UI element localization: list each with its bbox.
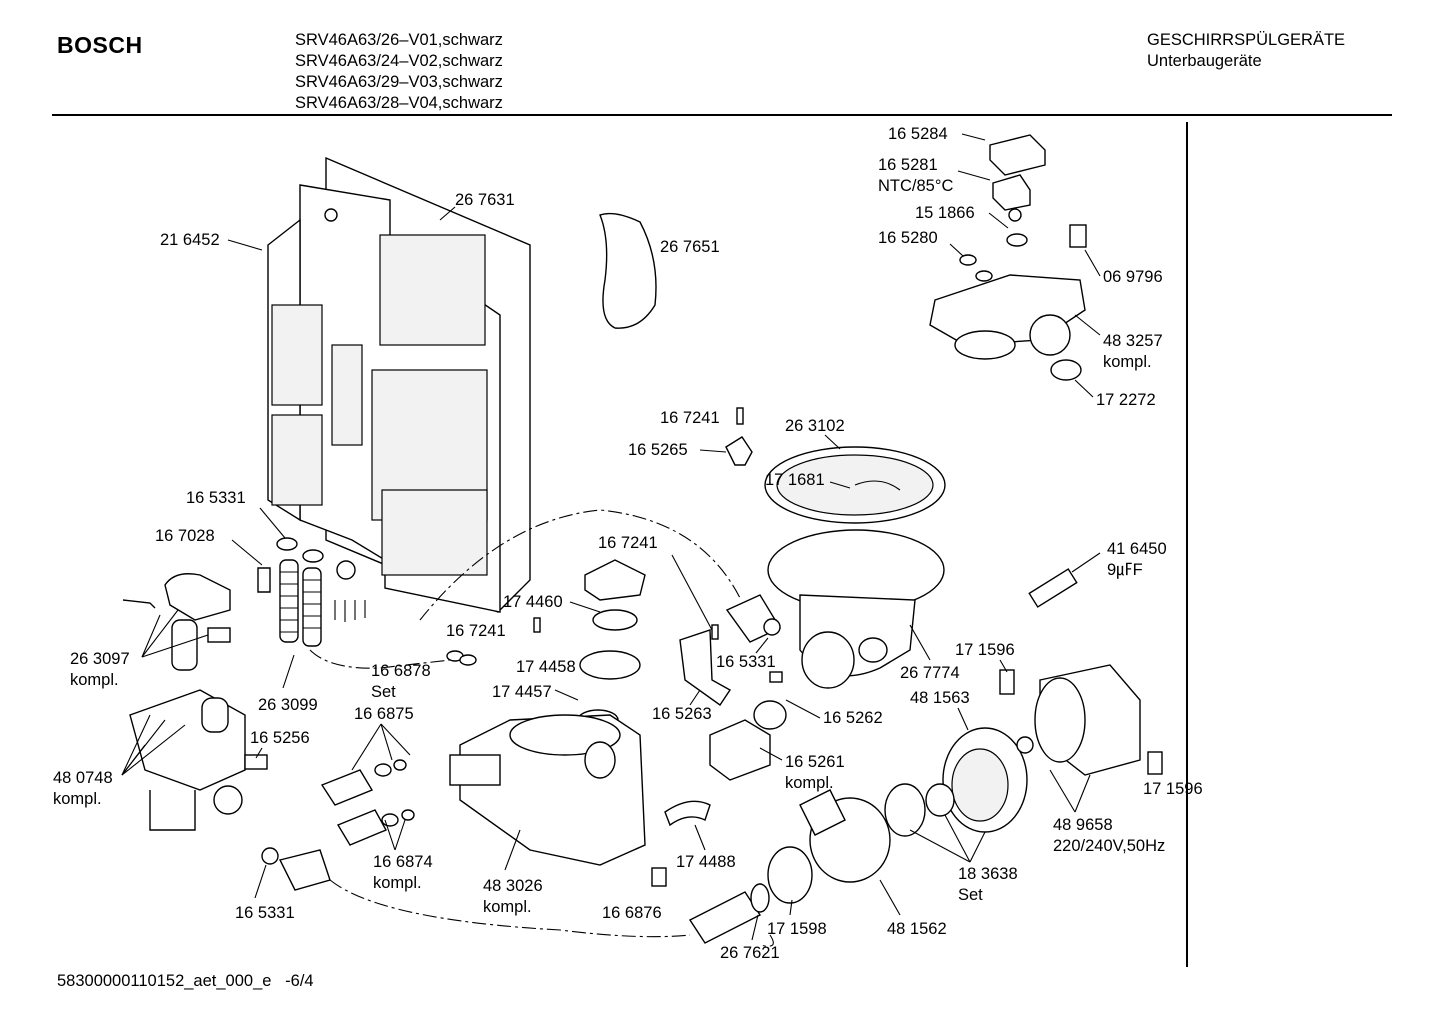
circulation-pump-drawing bbox=[884, 664, 1163, 837]
clip-drawing bbox=[725, 436, 753, 466]
model-line: SRV46A63/29–V03,schwarz bbox=[295, 73, 503, 91]
part-165256-label: 16 5256 bbox=[250, 729, 310, 747]
part-171598-label: 17 1598 bbox=[767, 920, 827, 938]
hose-pair-drawing bbox=[279, 559, 322, 647]
part-263097-label: 26 3097 bbox=[70, 650, 130, 668]
part-183638-note: Set bbox=[958, 886, 983, 904]
part-263099-label: 26 3099 bbox=[258, 696, 318, 714]
drain-hose-drawing bbox=[688, 891, 762, 944]
model-line: SRV46A63/26–V01,schwarz bbox=[295, 31, 503, 49]
part-263097-note: kompl. bbox=[70, 671, 119, 689]
part-267631-label: 26 7631 bbox=[455, 191, 515, 209]
part-416450-note: 9㎌F bbox=[1107, 561, 1143, 579]
part-171596-a-label: 17 1596 bbox=[955, 641, 1015, 659]
sensor-valve-assembly-drawing bbox=[929, 134, 1087, 381]
part-483257-label: 48 3257 bbox=[1103, 332, 1163, 350]
part-151866-label: 15 1866 bbox=[915, 204, 975, 222]
valve-set-drawing bbox=[320, 759, 415, 846]
part-166876-label: 16 6876 bbox=[602, 904, 662, 922]
part-069796-label: 06 9796 bbox=[1103, 268, 1163, 286]
part-165331-b-label: 16 5331 bbox=[716, 653, 776, 671]
part-174460-label: 17 4460 bbox=[503, 593, 563, 611]
part-267651-label: 26 7651 bbox=[660, 238, 720, 256]
filter-cap-drawing bbox=[584, 559, 646, 601]
part-480748-note: kompl. bbox=[53, 790, 102, 808]
part-167241-b-label: 16 7241 bbox=[598, 534, 658, 552]
part-165281-note: NTC/85°C bbox=[878, 177, 953, 195]
clip-166876-drawing bbox=[651, 867, 667, 887]
part-165331-a-label: 16 5331 bbox=[186, 489, 246, 507]
product-category: GESCHIRRSPÜLGERÄTE Unterbaugeräte bbox=[1147, 30, 1345, 72]
part-166874-note: kompl. bbox=[373, 874, 422, 892]
heat-exchanger-panel-drawing bbox=[267, 156, 531, 622]
inlet-hose-drawing bbox=[278, 849, 331, 891]
part-166875-label: 16 6875 bbox=[354, 705, 414, 723]
category-title: GESCHIRRSPÜLGERÄTE bbox=[1147, 31, 1346, 49]
part-165331-c-label: 16 5331 bbox=[235, 904, 295, 922]
part-167241-a-label: 16 7241 bbox=[660, 409, 720, 427]
part-183638-label: 18 3638 bbox=[958, 865, 1018, 883]
part-483026-note: kompl. bbox=[483, 898, 532, 916]
part-267621-label: 26 7621 bbox=[720, 944, 780, 962]
capacitor-drawing bbox=[1028, 568, 1078, 608]
part-166878-note: Set bbox=[371, 683, 396, 701]
part-165262-label: 16 5262 bbox=[823, 709, 883, 727]
funnel-drawing bbox=[599, 212, 657, 329]
inlet-assembly-480748-drawing bbox=[129, 689, 268, 831]
switch-drawing bbox=[709, 719, 771, 781]
o-ring-drawing bbox=[276, 537, 298, 551]
part-263102-label: 26 3102 bbox=[785, 417, 845, 435]
clip-174488-drawing bbox=[664, 800, 711, 827]
part-489658-label: 48 9658 bbox=[1053, 816, 1113, 834]
header-divider bbox=[52, 114, 1392, 116]
model-list: SRV46A63/26–V01,schwarz SRV46A63/24–V02,… bbox=[295, 30, 503, 114]
part-171681-label: 17 1681 bbox=[765, 471, 825, 489]
part-165265-label: 16 5265 bbox=[628, 441, 688, 459]
part-172272-label: 17 2272 bbox=[1096, 391, 1156, 409]
part-174457-label: 17 4457 bbox=[492, 683, 552, 701]
part-165261-note: kompl. bbox=[785, 774, 834, 792]
part-167028-label: 16 7028 bbox=[155, 527, 215, 545]
drain-pump-drawing bbox=[767, 789, 891, 904]
part-174458-label: 17 4458 bbox=[516, 658, 576, 676]
part-166878-label: 16 6878 bbox=[371, 662, 431, 680]
part-171596-b-label: 17 1596 bbox=[1143, 780, 1203, 798]
bracket-drawing bbox=[679, 629, 732, 706]
part-489658-note: 220/240V,50Hz bbox=[1053, 837, 1165, 855]
part-483257-note: kompl. bbox=[1103, 353, 1152, 371]
sump-drawing bbox=[764, 446, 946, 689]
valve-assembly-263097-drawing bbox=[122, 573, 231, 671]
part-174488-label: 17 4488 bbox=[676, 853, 736, 871]
part-165284-label: 16 5284 bbox=[888, 125, 948, 143]
part-480748-label: 48 0748 bbox=[53, 769, 113, 787]
part-481562-label: 48 1562 bbox=[887, 920, 947, 938]
part-267774-label: 26 7774 bbox=[900, 664, 960, 682]
part-165263-label: 16 5263 bbox=[652, 705, 712, 723]
part-167241-c-label: 16 7241 bbox=[446, 622, 506, 640]
model-line: SRV46A63/28–V04,schwarz bbox=[295, 94, 503, 112]
water-softener-drawing bbox=[449, 714, 646, 866]
brand-logo: BOSCH bbox=[57, 32, 143, 58]
part-165261-label: 16 5261 bbox=[785, 753, 845, 771]
part-481563-label: 48 1563 bbox=[910, 689, 970, 707]
model-line: SRV46A63/24–V02,schwarz bbox=[295, 52, 503, 70]
part-216452-label: 21 6452 bbox=[160, 231, 220, 249]
part-165280-label: 16 5280 bbox=[878, 229, 938, 247]
screw-drawing bbox=[736, 407, 744, 425]
part-166874-label: 16 6874 bbox=[373, 853, 433, 871]
part-483026-label: 48 3026 bbox=[483, 877, 543, 895]
document-reference: 58300000110152_aet_000_e -6/4 bbox=[57, 972, 314, 990]
part-165281-label: 16 5281 bbox=[878, 156, 938, 174]
part-416450-label: 41 6450 bbox=[1107, 540, 1167, 558]
right-margin-divider bbox=[1186, 122, 1188, 967]
category-subtitle: Unterbaugeräte bbox=[1147, 52, 1262, 70]
filter-ring-drawing bbox=[579, 650, 641, 680]
